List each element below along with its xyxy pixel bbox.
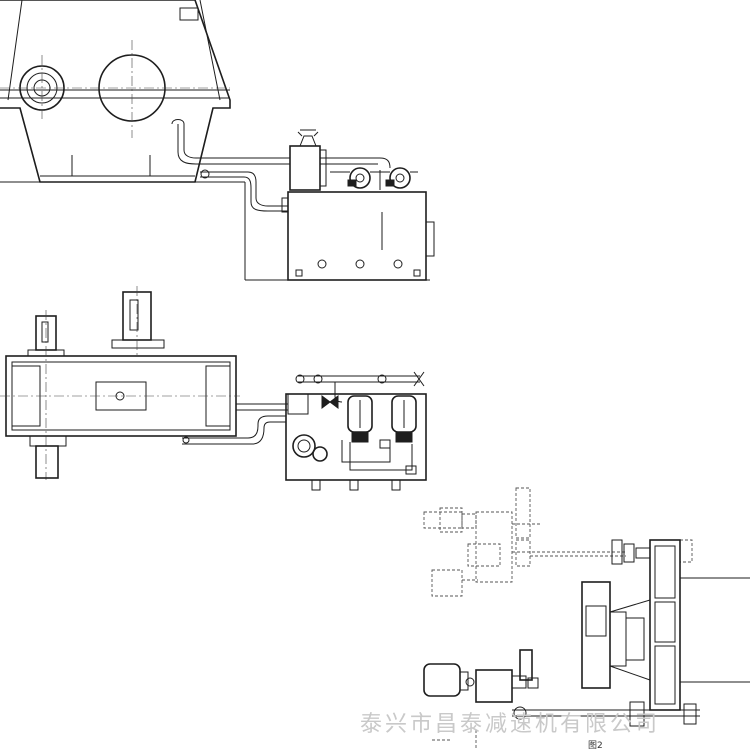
- bottom-assembly: [423, 487, 750, 750]
- middle-lubrication-station: [285, 393, 427, 491]
- top-lubrication-station: [281, 129, 435, 281]
- top-oil-pipes: [171, 119, 391, 212]
- company-watermark: 泰兴市昌泰减速机有限公司: [360, 712, 661, 737]
- top-gearbox: [0, 0, 430, 281]
- figure-caption: 图2: [588, 741, 603, 750]
- middle-oil-pipes: [182, 371, 425, 445]
- middle-reducer: [0, 286, 240, 480]
